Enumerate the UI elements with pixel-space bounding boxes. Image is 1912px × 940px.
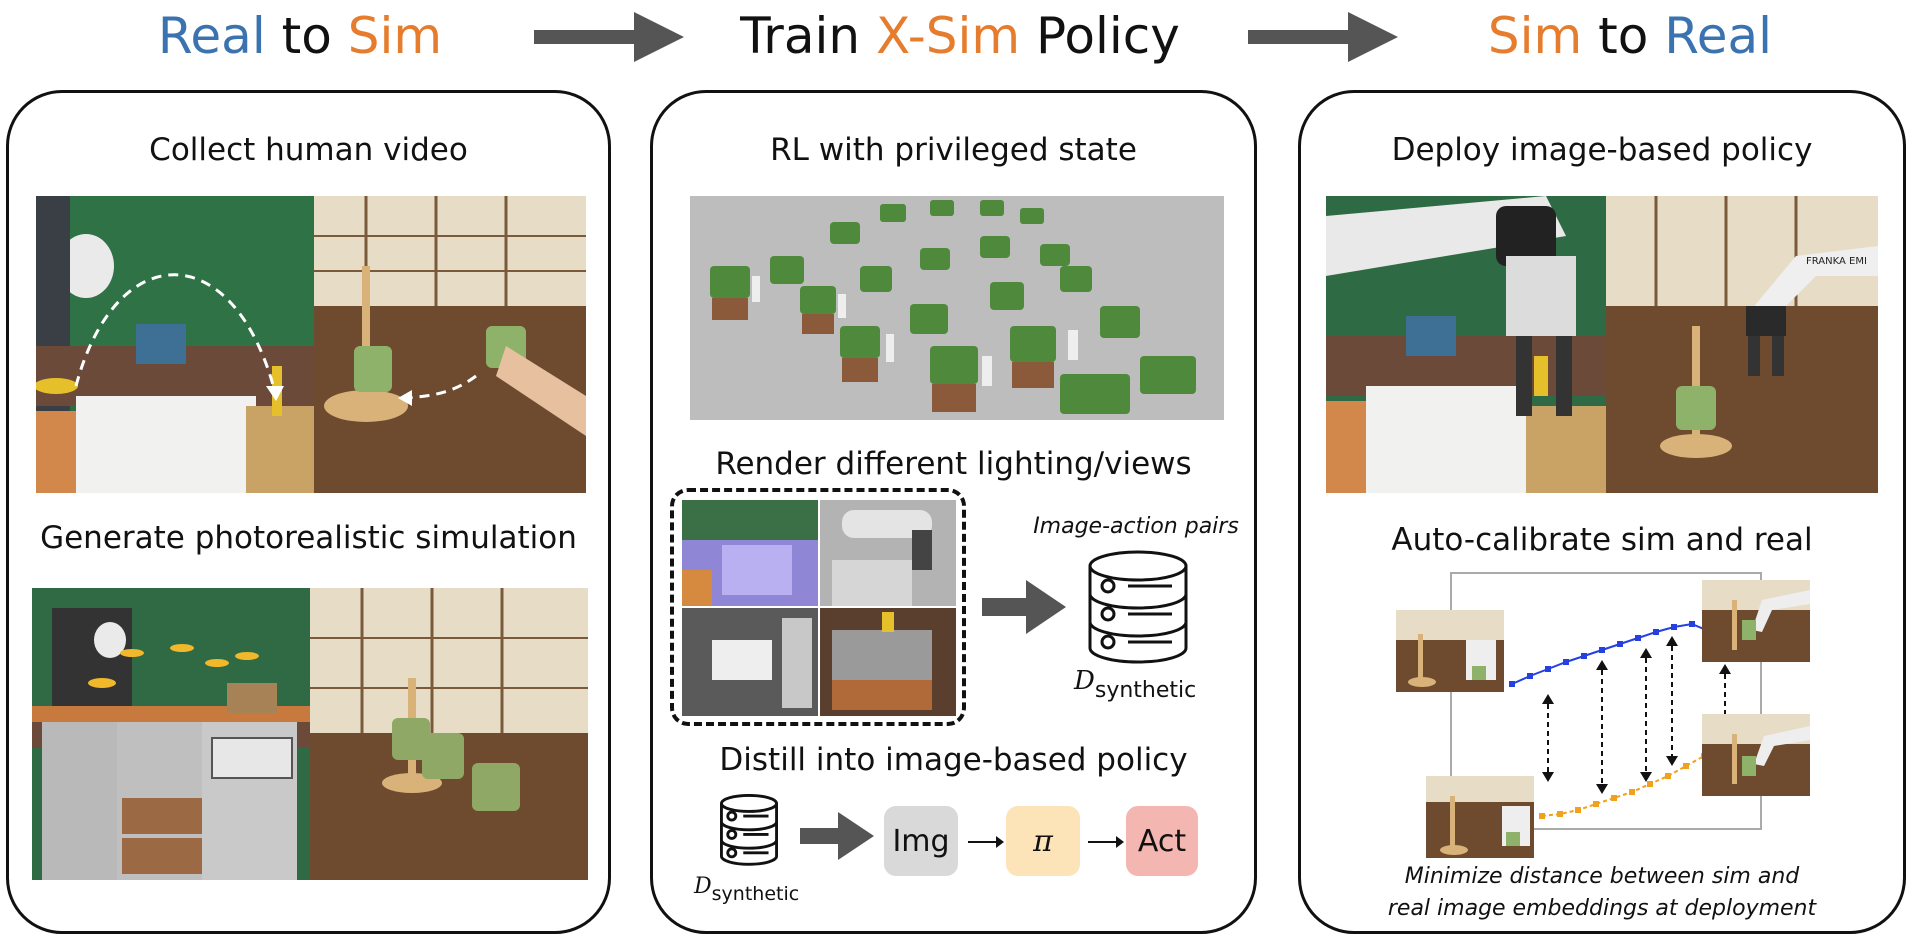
title-word-real-2: Real bbox=[1664, 7, 1773, 65]
heading-distill-image-policy: Distill into image-based policy bbox=[719, 742, 1188, 778]
dataset-synthetic-label: Dsynthetic bbox=[1074, 666, 1214, 703]
heading-collect-human-video: Collect human video bbox=[149, 132, 468, 168]
render-to-dataset-arrow-icon bbox=[982, 580, 1066, 634]
chip-img: Img bbox=[884, 806, 958, 876]
distill-dataset-label: Dsynthetic bbox=[694, 874, 834, 905]
dataset-database-small-icon bbox=[720, 794, 778, 866]
rendered-views-grid-image bbox=[682, 500, 956, 716]
sim-trajectory-points bbox=[1509, 621, 1719, 687]
title-word-to: to bbox=[281, 7, 332, 65]
real-end-thumbnail bbox=[1702, 714, 1810, 796]
title-word-sim-2: Sim bbox=[1487, 7, 1583, 65]
sim-trajectory-line bbox=[1511, 622, 1717, 685]
sim-end-thumbnail bbox=[1702, 580, 1810, 662]
dataset-symbol: D bbox=[1074, 666, 1095, 696]
title-real-to-sim: Real to Sim bbox=[110, 4, 490, 68]
calibration-caption-line2: real image embeddings at deployment bbox=[1387, 896, 1817, 921]
rendered-views-frame bbox=[670, 488, 966, 726]
heading-deploy-image-policy: Deploy image-based policy bbox=[1391, 132, 1813, 168]
robot-brand-text: FRANKA EMI bbox=[1806, 256, 1867, 267]
calibration-caption-line1: Minimize distance between sim and bbox=[1404, 864, 1800, 889]
deploy-policy-image: FRANKA EMI bbox=[1326, 196, 1878, 493]
title-sim-to-real: Sim to Real bbox=[1440, 4, 1820, 68]
image-action-pairs-label: Image-action pairs bbox=[1033, 514, 1239, 539]
pi-to-act-arrow-icon bbox=[1088, 836, 1124, 848]
title-train-x-sim-policy: Train X-Sim Policy bbox=[700, 4, 1220, 68]
title-word-policy: Policy bbox=[1036, 7, 1180, 65]
heading-auto-calibrate: Auto-calibrate sim and real bbox=[1391, 522, 1813, 558]
heading-rl-privileged-state: RL with privileged state bbox=[770, 132, 1137, 168]
title-word-x-sim: X-Sim bbox=[876, 7, 1021, 65]
real-start-thumbnail bbox=[1426, 776, 1534, 858]
flow-arrow-right-icon bbox=[1248, 12, 1398, 62]
dataset-subscript: synthetic bbox=[1094, 678, 1197, 703]
distance-arrows bbox=[1547, 646, 1726, 784]
chip-pi: π bbox=[1006, 806, 1080, 876]
flow-arrow-left-icon bbox=[534, 12, 684, 62]
calibration-plot-frame bbox=[1450, 572, 1762, 830]
dataset-database-icon bbox=[1088, 550, 1188, 664]
distill-dataset-subscript: synthetic bbox=[711, 883, 800, 905]
photorealistic-simulation-image bbox=[32, 588, 588, 880]
sim-start-thumbnail bbox=[1396, 610, 1504, 692]
human-video-image bbox=[36, 196, 586, 493]
title-word-train: Train bbox=[740, 7, 861, 65]
title-word-real: Real bbox=[157, 7, 266, 65]
chip-act: Act bbox=[1126, 806, 1198, 876]
rl-parallel-environments-image bbox=[690, 196, 1224, 420]
distill-arrow-icon bbox=[800, 812, 874, 860]
img-to-pi-arrow-icon bbox=[968, 836, 1004, 848]
heading-render-lighting-views: Render different lighting/views bbox=[715, 446, 1192, 482]
title-word-to-2: to bbox=[1598, 7, 1649, 65]
distill-dataset-symbol: D bbox=[694, 874, 712, 899]
title-word-sim: Sim bbox=[347, 7, 443, 65]
heading-generate-photorealistic-simulation: Generate photorealistic simulation bbox=[40, 520, 577, 556]
